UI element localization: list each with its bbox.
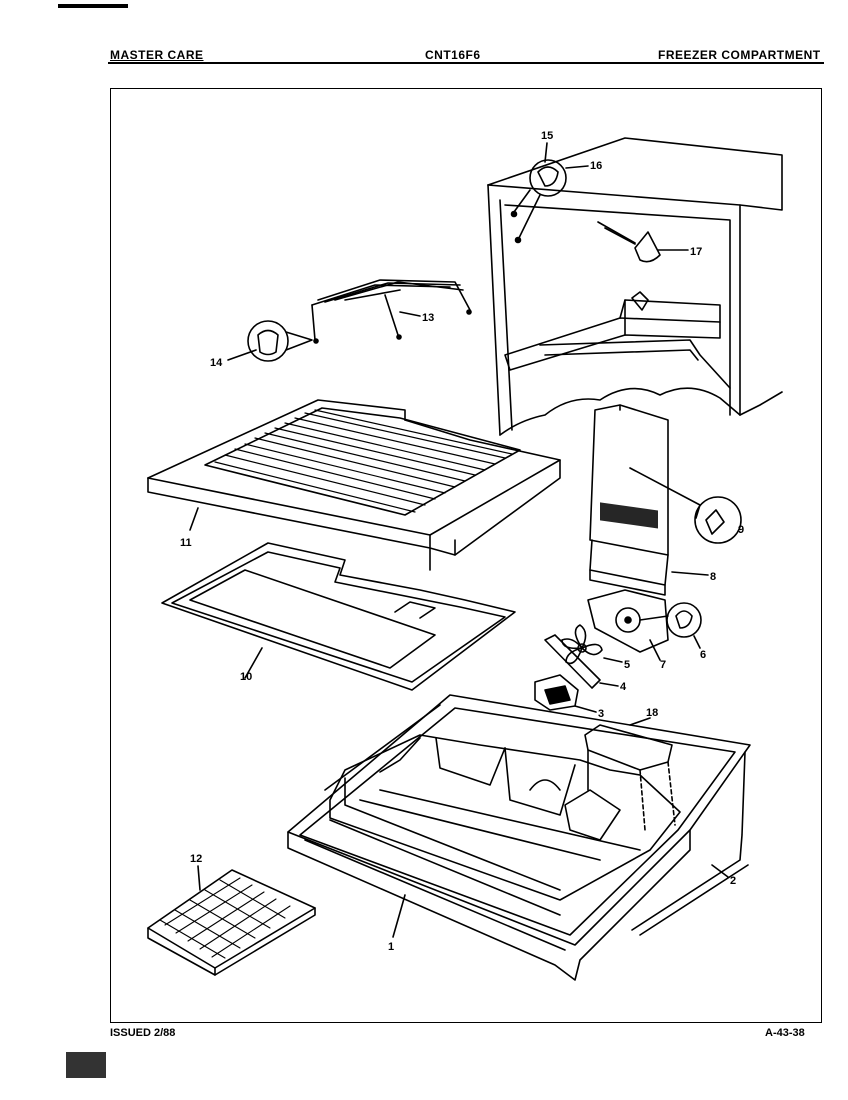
footer-issued: ISSUED 2/88 bbox=[110, 1027, 176, 1039]
callout-6: 6 bbox=[700, 649, 706, 661]
callout-12: 12 bbox=[190, 853, 202, 865]
part-9-detail bbox=[629, 467, 742, 544]
part-6-detail bbox=[639, 602, 702, 649]
part-3-fan-motor bbox=[534, 674, 597, 713]
part-12-ice-tray bbox=[147, 865, 316, 976]
callout-10: 10 bbox=[240, 671, 252, 683]
part-4-bracket bbox=[544, 634, 619, 689]
footer-page-code: A-43-38 bbox=[765, 1027, 805, 1039]
header-section: FREEZER COMPARTMENT bbox=[658, 48, 821, 62]
callout-3: 3 bbox=[598, 708, 604, 720]
header-brand: MASTER CARE bbox=[110, 48, 204, 62]
callout-11: 11 bbox=[180, 537, 192, 549]
callout-15: 15 bbox=[541, 130, 553, 142]
part-15-16-detail bbox=[510, 142, 589, 244]
callout-1: 1 bbox=[388, 941, 394, 953]
header-rule bbox=[108, 62, 824, 64]
callout-5: 5 bbox=[624, 659, 630, 671]
part-10-panel bbox=[161, 542, 516, 691]
callout-14: 14 bbox=[210, 357, 223, 369]
callout-16: 16 bbox=[590, 160, 602, 172]
part-7-bracket bbox=[587, 589, 669, 661]
callout-18: 18 bbox=[646, 707, 658, 719]
callout-2: 2 bbox=[730, 875, 736, 887]
part-13-wire-rack bbox=[311, 279, 472, 344]
part-11-shelf bbox=[147, 399, 561, 571]
freezer-cabinet bbox=[487, 137, 783, 436]
callout-17: 17 bbox=[690, 246, 702, 258]
part-14-detail bbox=[227, 320, 313, 362]
callout-4: 4 bbox=[620, 681, 627, 693]
part-2-trim bbox=[324, 704, 749, 936]
part-18-cover bbox=[584, 717, 676, 831]
callout-13: 13 bbox=[422, 312, 434, 324]
part-5-fan-blade bbox=[561, 624, 623, 665]
part-1-freezer-liner bbox=[287, 694, 751, 981]
scan-mark-bottom bbox=[66, 1052, 106, 1078]
part-8-air-duct bbox=[589, 404, 709, 596]
callout-9: 9 bbox=[738, 524, 744, 536]
header-model: CNT16F6 bbox=[425, 48, 481, 62]
callout-8: 8 bbox=[710, 571, 716, 583]
diagram-frame bbox=[110, 88, 822, 1023]
scan-mark-top bbox=[58, 4, 128, 8]
callout-7: 7 bbox=[660, 659, 666, 671]
